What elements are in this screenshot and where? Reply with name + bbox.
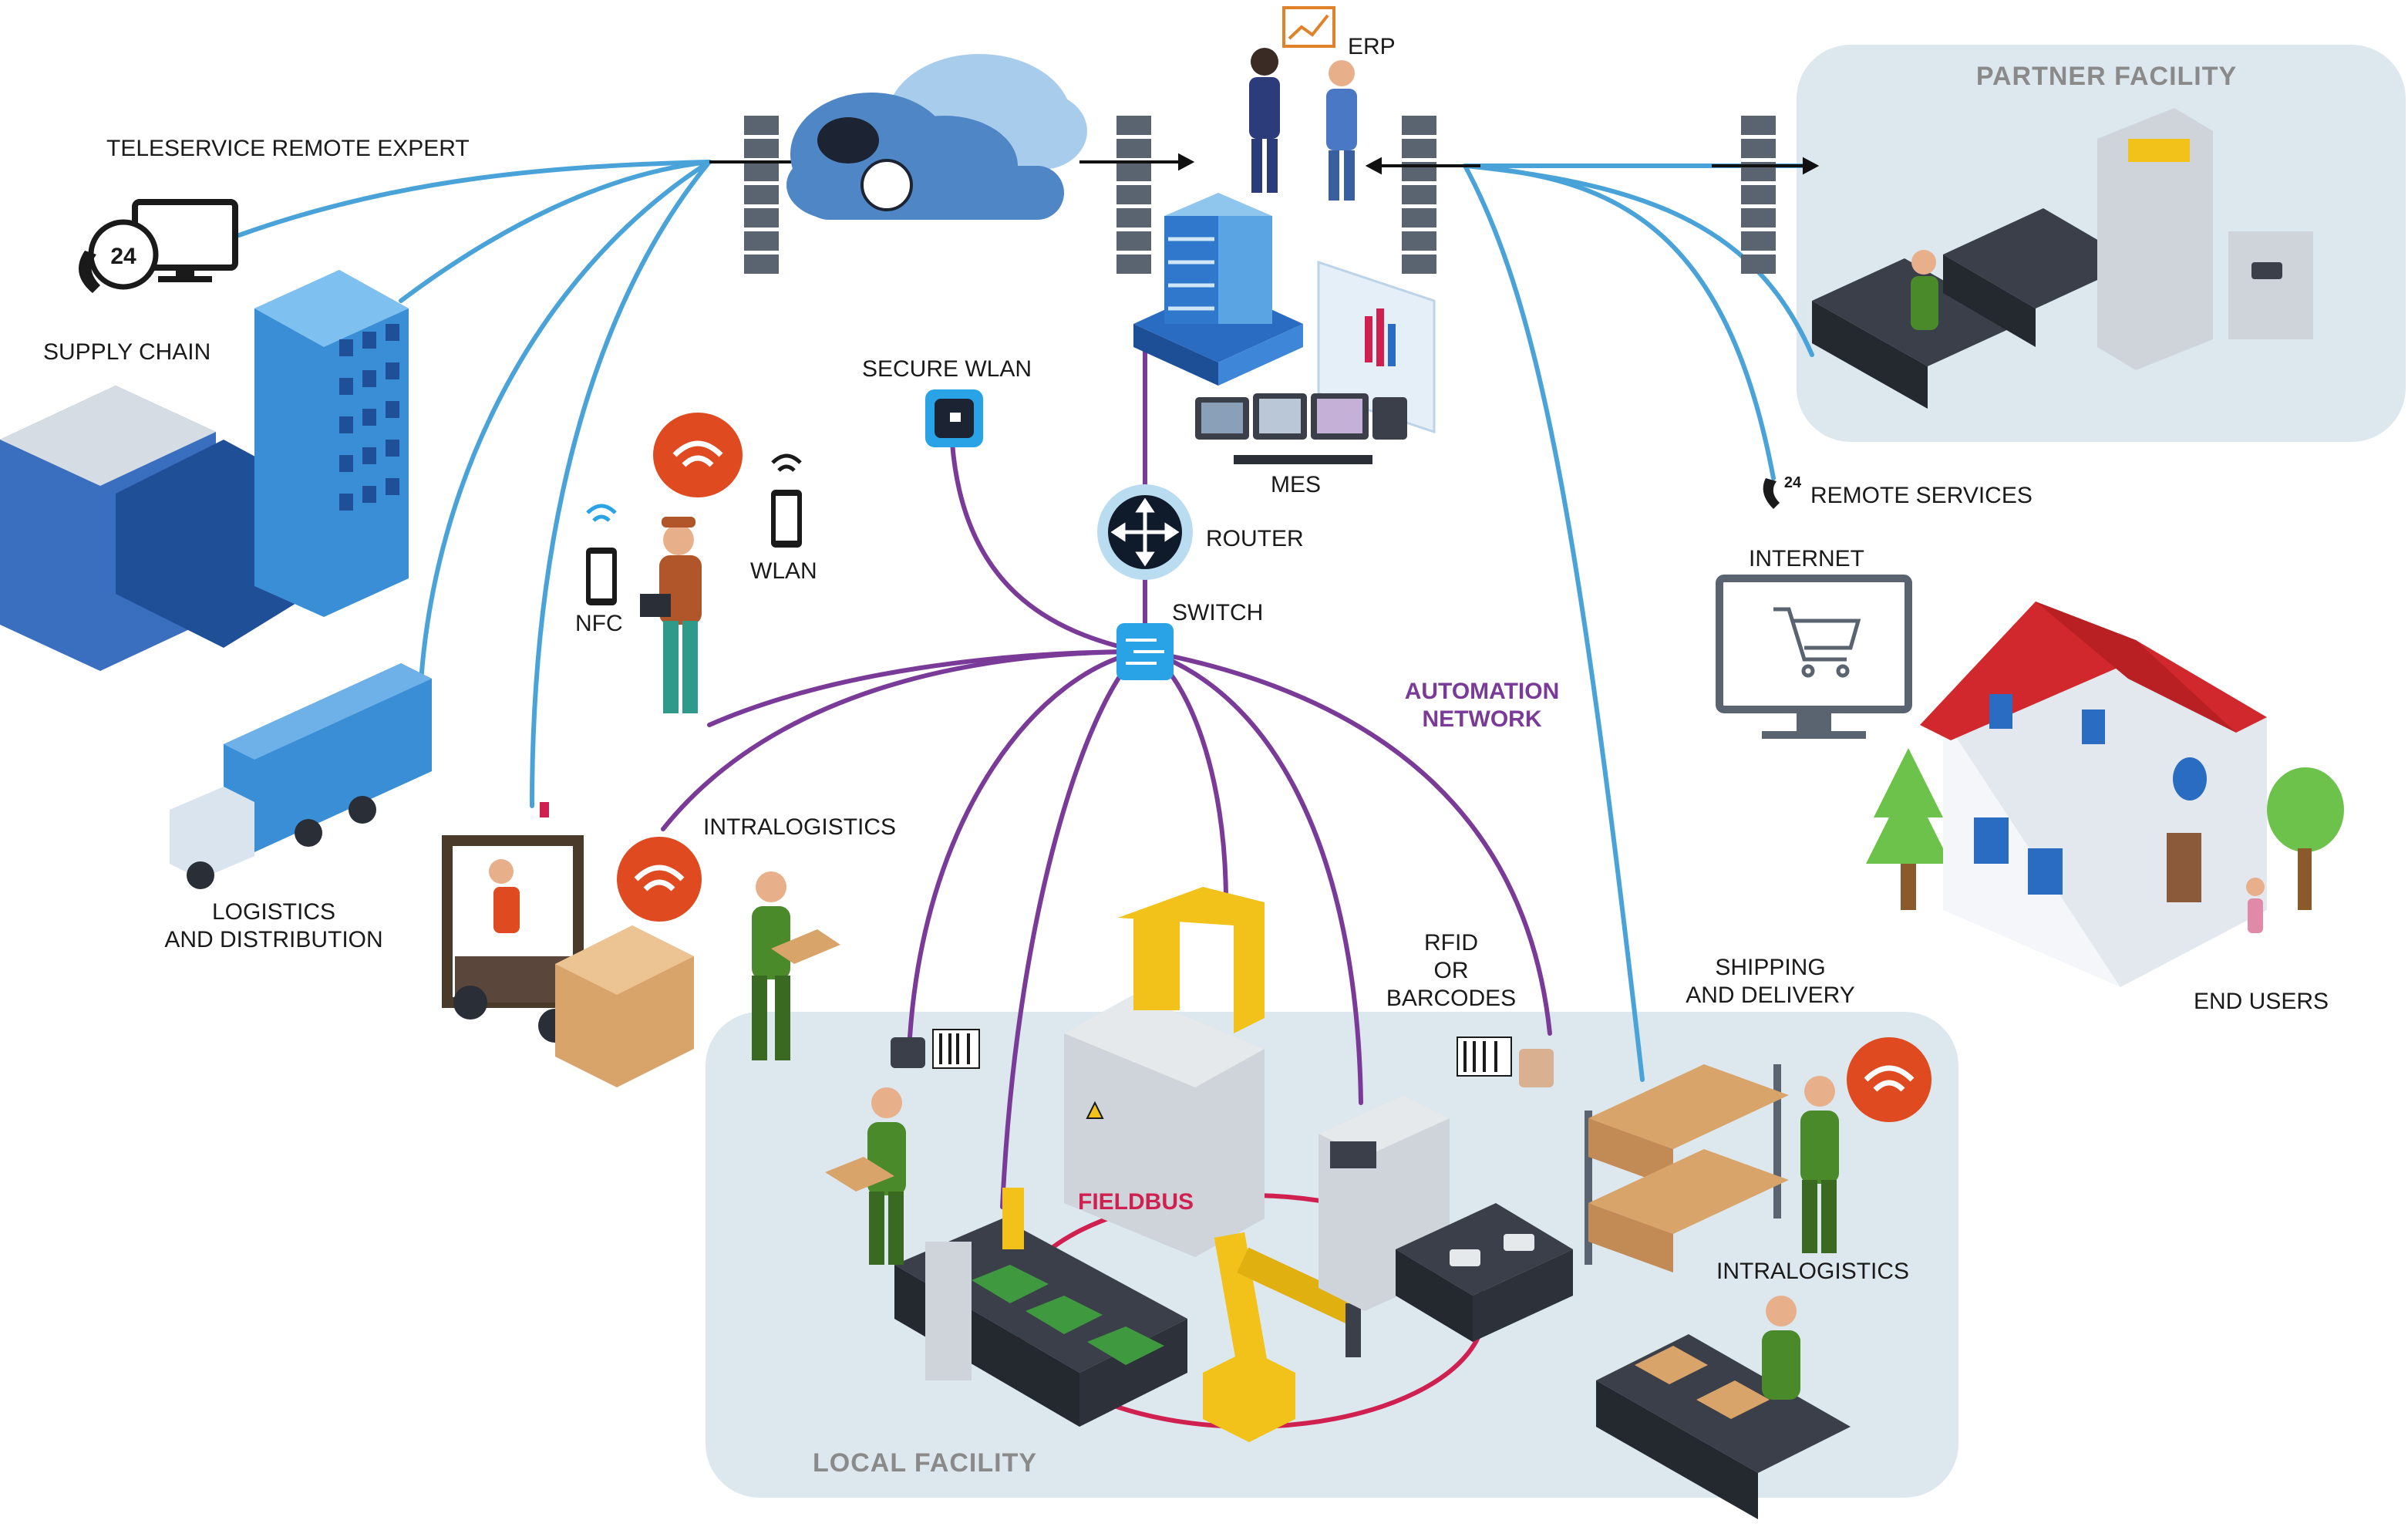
wifi-icon [586,504,617,522]
label-logistics-line1: LOGISTICS [212,899,335,925]
tree-icon [1866,748,1951,910]
switch-icon [1116,623,1174,680]
label-remote-services: REMOTE SERVICES [1810,483,2032,508]
label-intralogistics-right: INTRALOGISTICS [1716,1259,1909,1284]
badge-24-text: 24 [110,244,136,269]
barcode-scanner-icon [1457,1036,1554,1087]
teleservice-icon: 24 [79,199,238,293]
label-end-users: END USERS [2194,989,2329,1014]
label-rfid-line3: BARCODES [1386,986,1516,1011]
label-erp: ERP [1348,34,1396,59]
cloud-icon [786,54,1087,220]
truck-icon [170,663,432,889]
smartphone-icon [586,548,617,605]
label-partner-facility: PARTNER FACILITY [1976,62,2237,91]
label-rfid-line1: RFID [1424,930,1478,956]
label-nfc: NFC [575,611,623,636]
label-mes: MES [1271,472,1321,497]
tree-icon [2267,767,2344,910]
forklift-icon [442,802,694,1087]
worker-carrying-box-icon [752,871,840,1060]
label-automation-line2: NETWORK [1423,706,1542,732]
worker-with-clipboard-icon [1800,1076,1839,1253]
worker-with-board-icon [825,1087,906,1265]
worker-with-tablet-icon [640,517,702,713]
label-rfid-line2: OR [1434,958,1469,983]
gantry-robot-icon [1064,887,1265,1257]
conveyor-left-icon [894,1188,1187,1427]
house-icon [1920,602,2267,987]
label-shipping-line1: SHIPPING [1715,955,1825,980]
label-automation-line1: AUTOMATION [1405,679,1560,704]
firewall-icon [1116,116,1151,274]
label-secure-wlan: SECURE WLAN [862,356,1032,382]
mes-workstation-icon [1195,260,1436,464]
packing-station-icon [1596,1296,1851,1519]
internet-links [237,160,1814,1082]
label-switch: SWITCH [1172,600,1263,625]
conveyor-right-icon [1396,1203,1573,1342]
label-local-facility: LOCAL FACILITY [813,1448,1037,1478]
barcode-scanner-icon [891,1029,980,1069]
shopping-cart-icon [1773,607,1861,678]
label-teleservice: TELESERVICE REMOTE EXPERT [106,136,470,161]
firewall-icon [1741,116,1776,274]
firewall-icon [744,116,779,274]
remote-services-phone-icon: 24 [1763,474,1802,509]
smartphone-icon [771,490,802,548]
secure-wlan-icon [925,389,983,447]
wifi-icon [771,453,802,472]
storage-shelves-icon [1585,1064,1789,1272]
label-fieldbus: FIELDBUS [1078,1189,1194,1215]
router-icon [1097,484,1193,580]
label-router: ROUTER [1206,526,1304,551]
label-wlan: WLAN [750,558,817,584]
label-intralogistics-left: INTRALOGISTICS [703,814,896,840]
wifi-badge-icon [653,413,743,497]
wifi-badge-icon [617,837,702,922]
label-shipping-line2: AND DELIVERY [1686,983,1855,1008]
server-icon [1133,193,1303,386]
internet-monitor-icon [1716,575,1912,739]
label-logistics-line2: AND DISTRIBUTION [164,927,382,952]
supply-chain-buildings-icon [0,270,409,671]
remote-services-badge-text: 24 [1784,474,1802,491]
robot-arm-icon [1203,1232,1361,1442]
label-internet: INTERNET [1749,546,1864,571]
label-supply-chain: SUPPLY CHAIN [43,339,210,365]
partner-conveyor-icon [1812,108,2313,409]
erp-people-icon [1249,6,1357,201]
wifi-badge-icon [1847,1037,1931,1122]
firewall-icon [1402,116,1436,274]
